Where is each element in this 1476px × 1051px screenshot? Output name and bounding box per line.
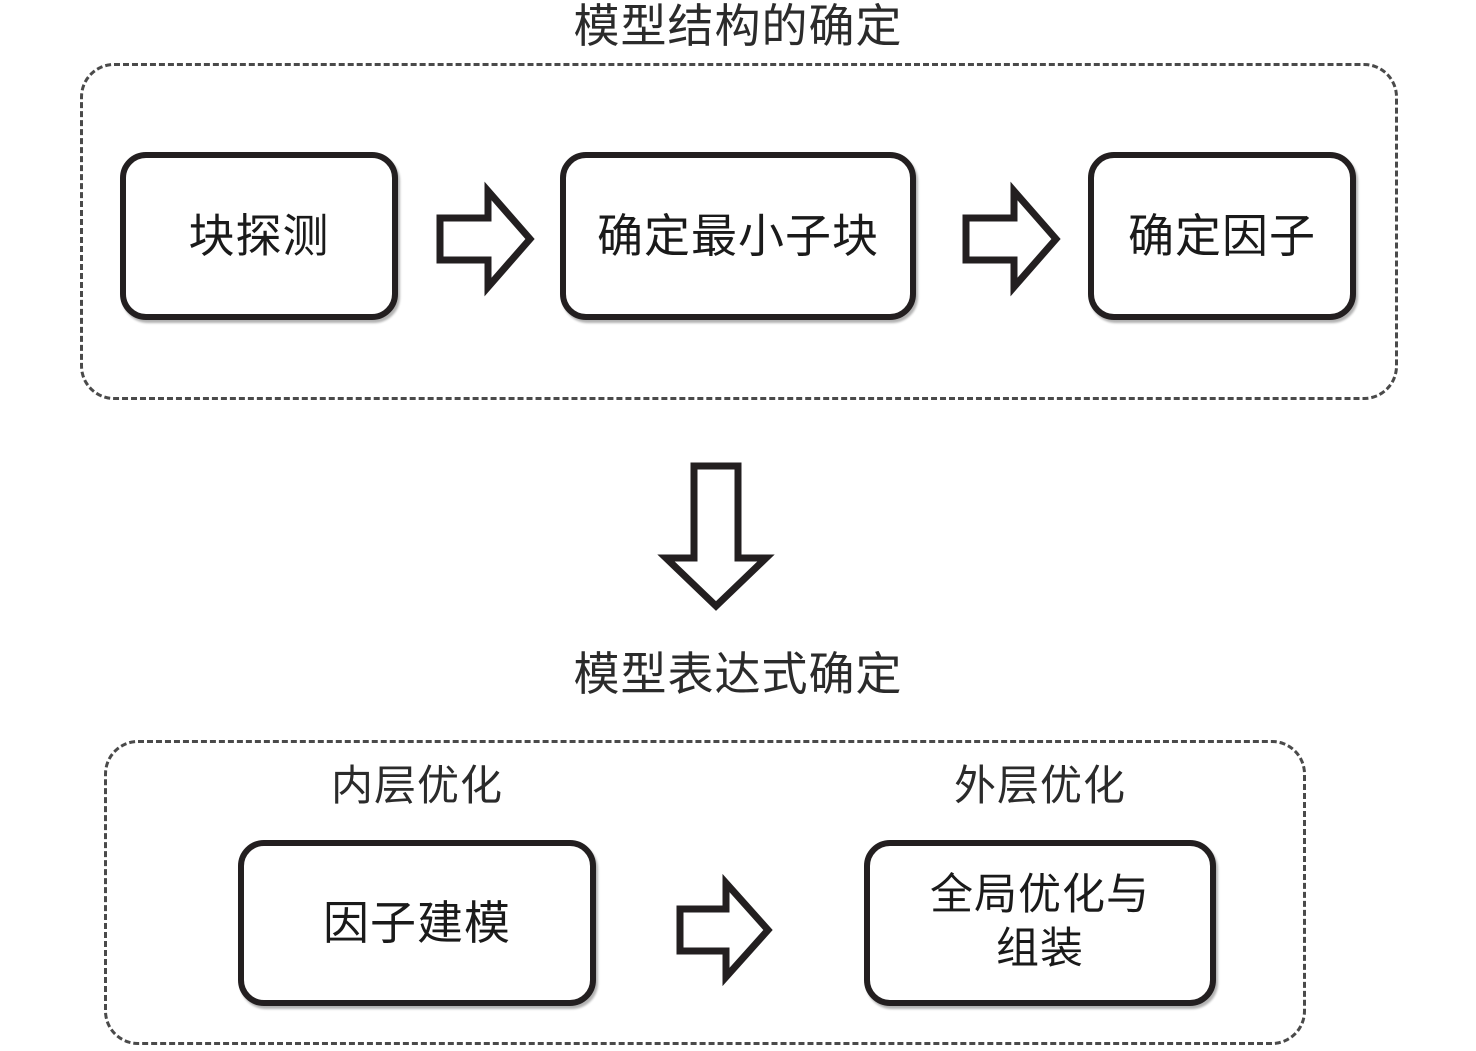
dashed-group-model-structure [80, 63, 1398, 400]
node-global-opt-line-1: 全局优化与 [930, 870, 1150, 921]
sub-label-outer-optimization: 外层优化 [953, 761, 1126, 810]
sub-label-inner-optimization: 内层优化 [330, 761, 503, 810]
node-det-factor[interactable]: 确定因子 [1088, 152, 1356, 320]
node-factor-modeling[interactable]: 因子建模 [238, 840, 596, 1006]
section-title-model-structure: 模型结构的确定 [573, 0, 903, 53]
node-global-optimization-text: 全局优化与 组装 [930, 869, 1150, 977]
arrow-down-icon [657, 462, 775, 611]
arrow-right-icon-2 [962, 181, 1061, 297]
arrow-right-icon-3 [676, 873, 773, 987]
node-block-detect[interactable]: 块探测 [120, 152, 398, 320]
section-title-model-expression: 模型表达式确定 [573, 647, 903, 701]
dashed-group-model-expression [104, 740, 1306, 1045]
node-global-optimization-assembly[interactable]: 全局优化与 组装 [864, 840, 1216, 1006]
node-min-subblock[interactable]: 确定最小子块 [560, 152, 916, 320]
arrow-right-icon-1 [436, 181, 535, 297]
node-global-opt-line-2: 组装 [996, 924, 1084, 974]
